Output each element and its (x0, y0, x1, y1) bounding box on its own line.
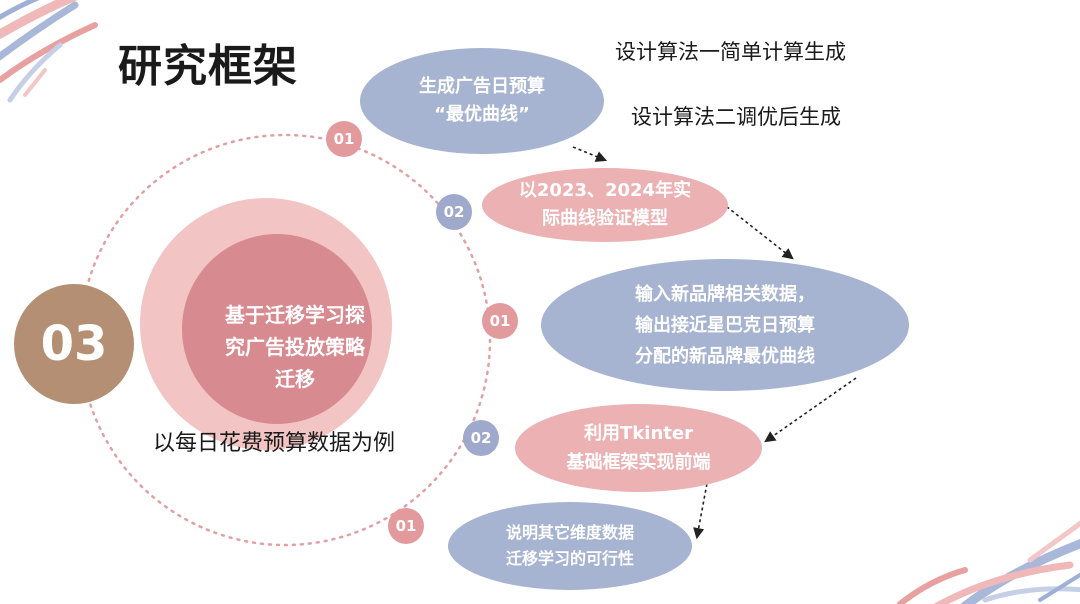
dotted-orbit (78, 133, 492, 547)
step-badge-2: 02 (436, 194, 472, 230)
top-left-brush-strokes (0, 0, 98, 103)
bottom-right-brush-strokes (897, 520, 1080, 604)
connector-arrows (572, 146, 857, 540)
step-ellipse-5: 说明其它维度数据 迁移学习的可行性 (448, 502, 692, 590)
center-ring-inner (182, 234, 372, 424)
algorithm-note-2: 设计算法二调优后生成 (631, 105, 841, 129)
step-3-line-1: 输入新品牌相关数据， (635, 283, 815, 305)
center-topic: 基于迁移学习探 究广告投放策略 迁移 (195, 299, 395, 395)
step-4-line-1: 利用Tkinter (584, 423, 693, 444)
step-badge-5: 01 (388, 508, 424, 544)
step-3-line-2: 输出接近星巴克日预算 (635, 314, 815, 336)
step-5-line-1: 说明其它维度数据 (505, 523, 634, 542)
page-title: 研究框架 (118, 41, 298, 92)
step-2-line-1: 以2023、2024年实 (518, 180, 692, 201)
step-badge-1: 01 (326, 121, 362, 157)
center-topic-line-1: 基于迁移学习探 (225, 303, 365, 327)
step-ellipse-3: 输入新品牌相关数据， 输出接近星巴克日预算 分配的新品牌最优曲线 (541, 259, 909, 391)
step-1-line-2: “最优曲线” (434, 104, 530, 125)
step-ellipse-1: 生成广告日预算 “最优曲线” (360, 48, 604, 154)
step-5-line-2: 迁移学习的可行性 (505, 549, 634, 568)
algorithm-note-1: 设计算法一简单计算生成 (615, 40, 846, 64)
step-badge-3: 01 (482, 303, 518, 339)
example-caption: 以每日花费预算数据为例 (153, 431, 396, 456)
step-ellipse-2: 以2023、2024年实 际曲线验证模型 (482, 168, 728, 242)
section-number-badge: 03 (14, 284, 134, 404)
step-1-line-1: 生成广告日预算 (419, 76, 545, 97)
step-2-line-2: 际曲线验证模型 (541, 208, 668, 229)
step-ellipse-4: 利用Tkinter 基础框架实现前端 (515, 404, 762, 492)
step-3-line-3: 分配的新品牌最优曲线 (635, 345, 815, 367)
center-topic-line-3: 迁移 (275, 367, 315, 391)
step-badge-4: 02 (463, 420, 499, 456)
step-4-line-2: 基础框架实现前端 (566, 452, 711, 473)
center-topic-line-2: 究广告投放策略 (225, 335, 365, 359)
